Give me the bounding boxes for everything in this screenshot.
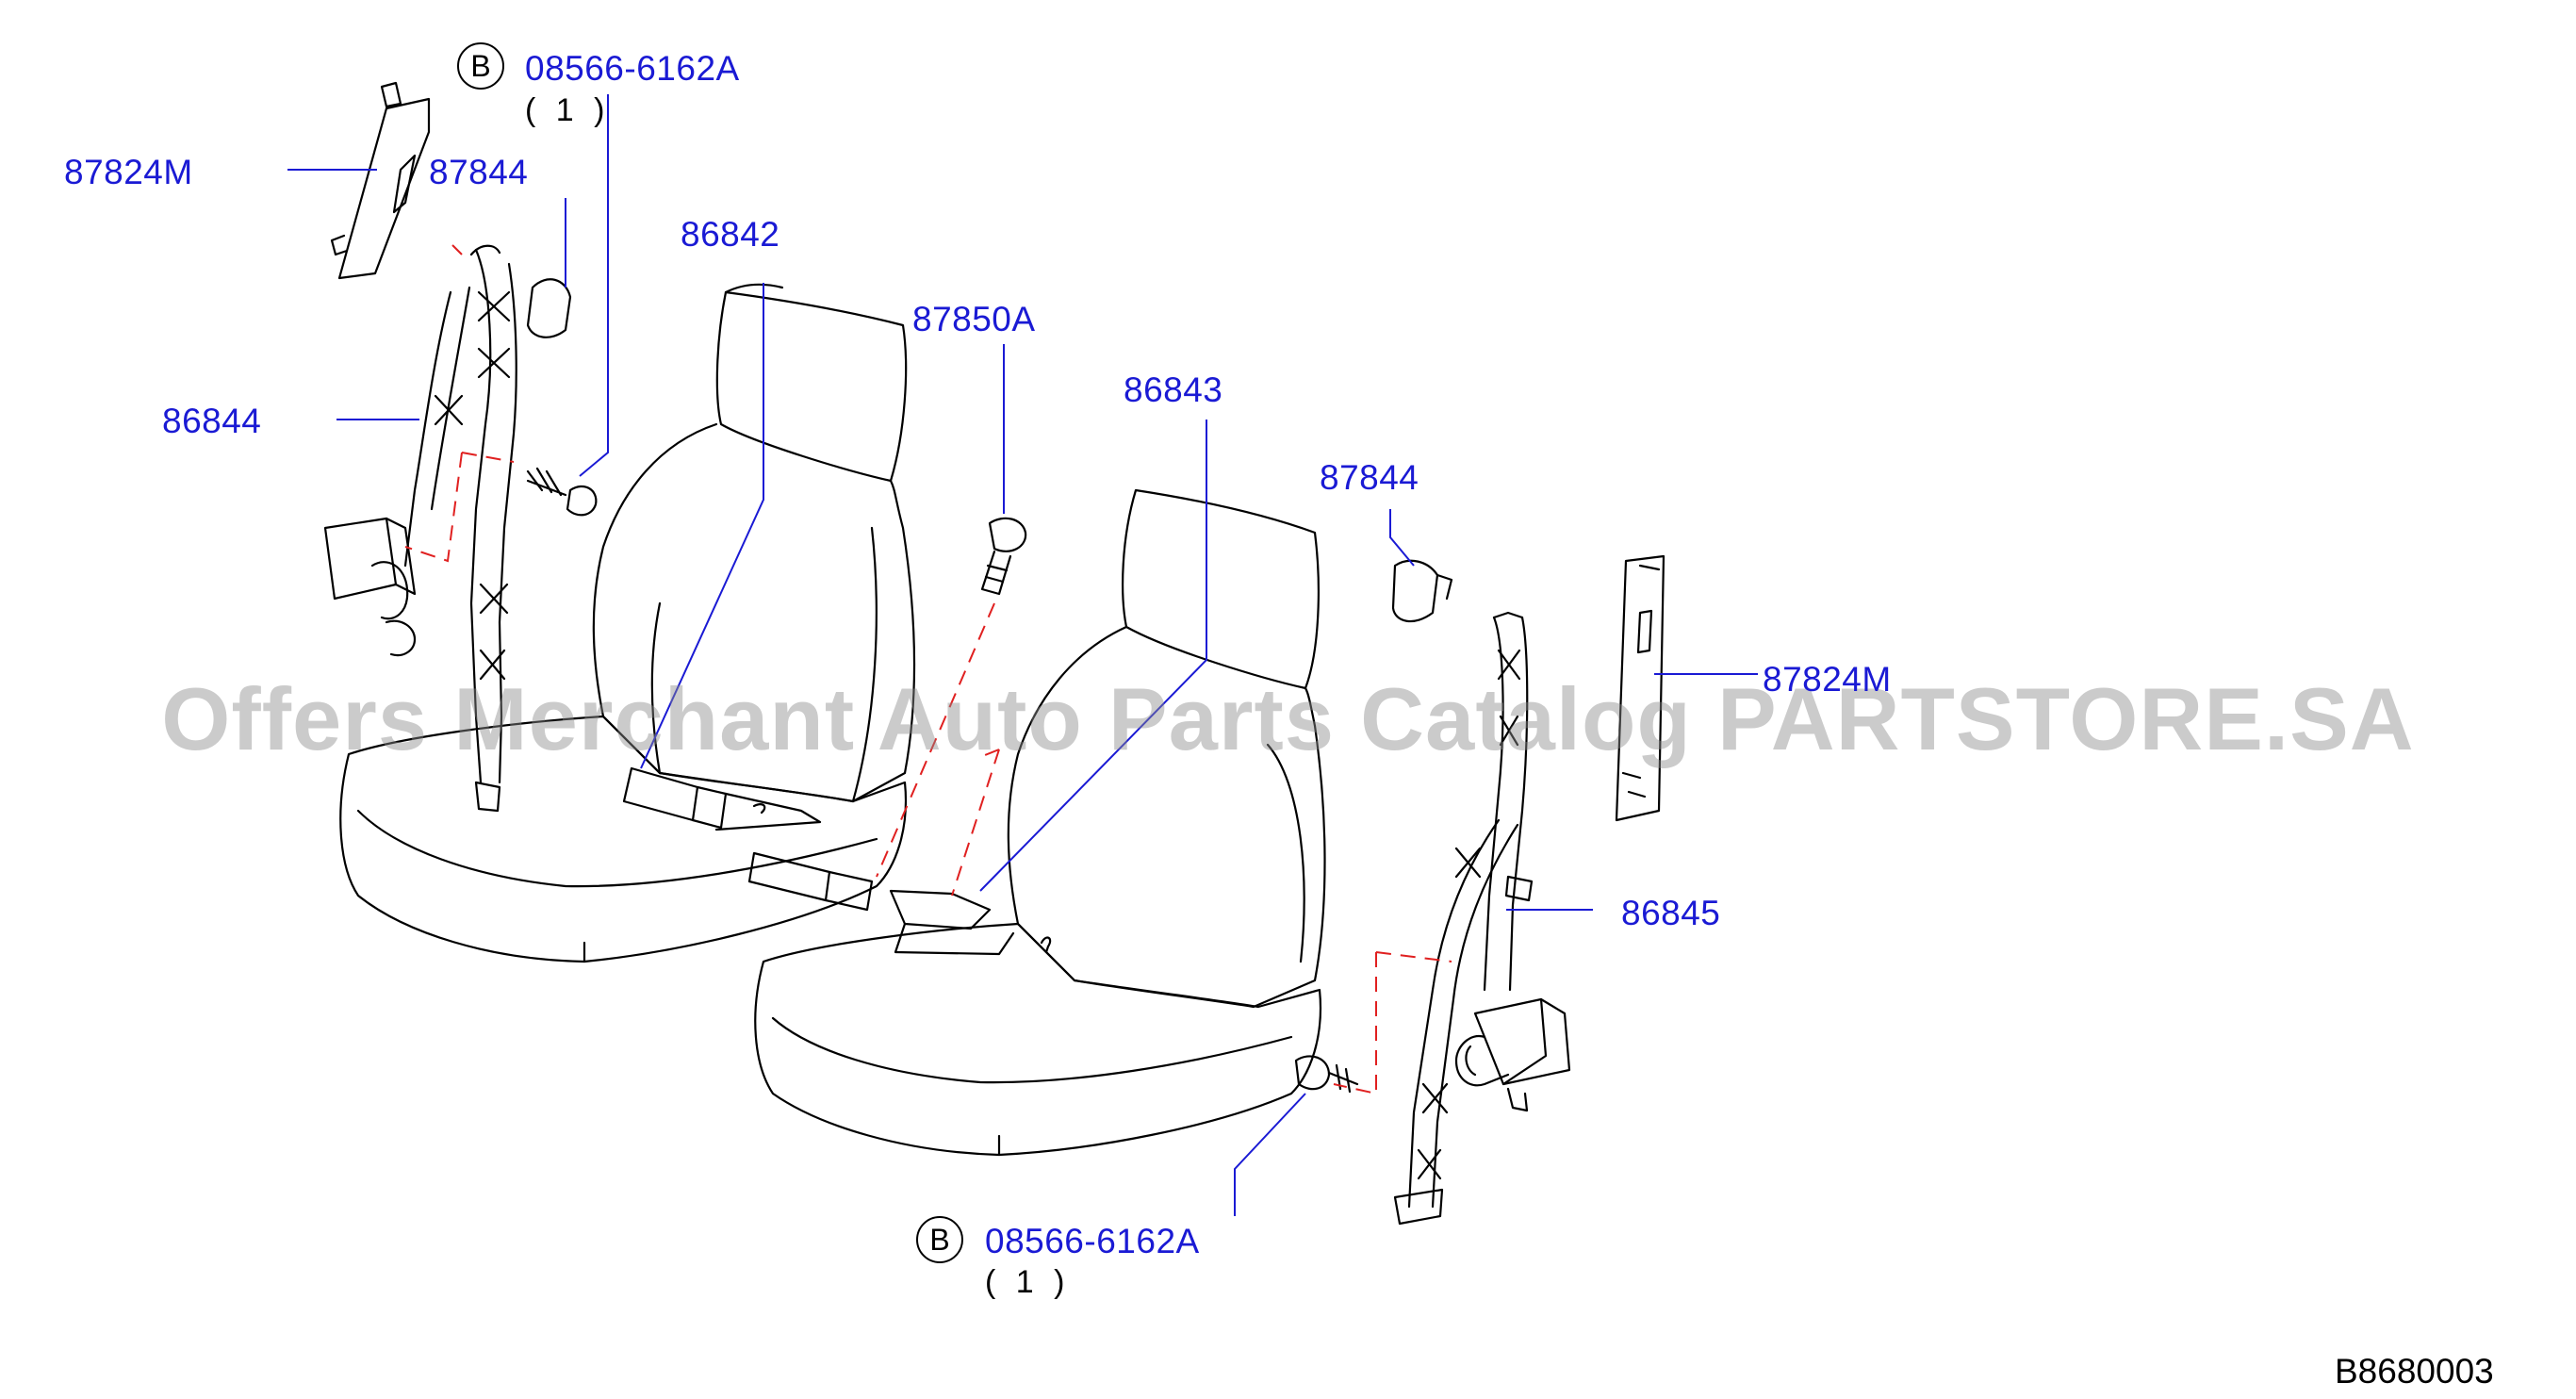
bolt-87850A-drawing	[980, 517, 1027, 596]
buckle-86843-drawing	[747, 851, 1052, 956]
part-label-08566-6162A-bottom[interactable]: 08566-6162A	[985, 1222, 1200, 1260]
belt-86844-drawing	[323, 81, 598, 813]
part-label-87844-right[interactable]: 87844	[1320, 458, 1419, 497]
bolt-badge-top: B	[457, 42, 504, 90]
quantity-label-bottom: ( 1 )	[985, 1264, 1071, 1300]
part-label-86844[interactable]: 86844	[162, 402, 262, 440]
dashed-guides	[404, 244, 1452, 1095]
left-seat-drawing	[339, 283, 916, 963]
part-label-87824M-right[interactable]: 87824M	[1763, 660, 1892, 699]
diagram-code: B8680003	[2335, 1352, 2494, 1391]
watermark: Offers Merchant Auto Parts Catalog PARTS…	[161, 669, 2415, 768]
buckle-86842-drawing	[622, 766, 822, 831]
part-label-87844-left[interactable]: 87844	[429, 153, 529, 191]
part-label-08566-6162A-top[interactable]: 08566-6162A	[525, 49, 740, 88]
bolt-badge-bottom: B	[916, 1216, 963, 1263]
belt-86845-drawing	[1294, 554, 1665, 1226]
right-seat-drawing	[754, 488, 1326, 1157]
part-label-86843[interactable]: 86843	[1124, 370, 1223, 409]
part-label-86842[interactable]: 86842	[681, 215, 780, 254]
quantity-label-top: ( 1 )	[525, 92, 611, 128]
part-label-87850A[interactable]: 87850A	[912, 300, 1036, 338]
leader-lines	[287, 94, 1758, 1216]
part-label-87824M-left[interactable]: 87824M	[64, 153, 193, 191]
part-label-86845[interactable]: 86845	[1621, 894, 1721, 932]
